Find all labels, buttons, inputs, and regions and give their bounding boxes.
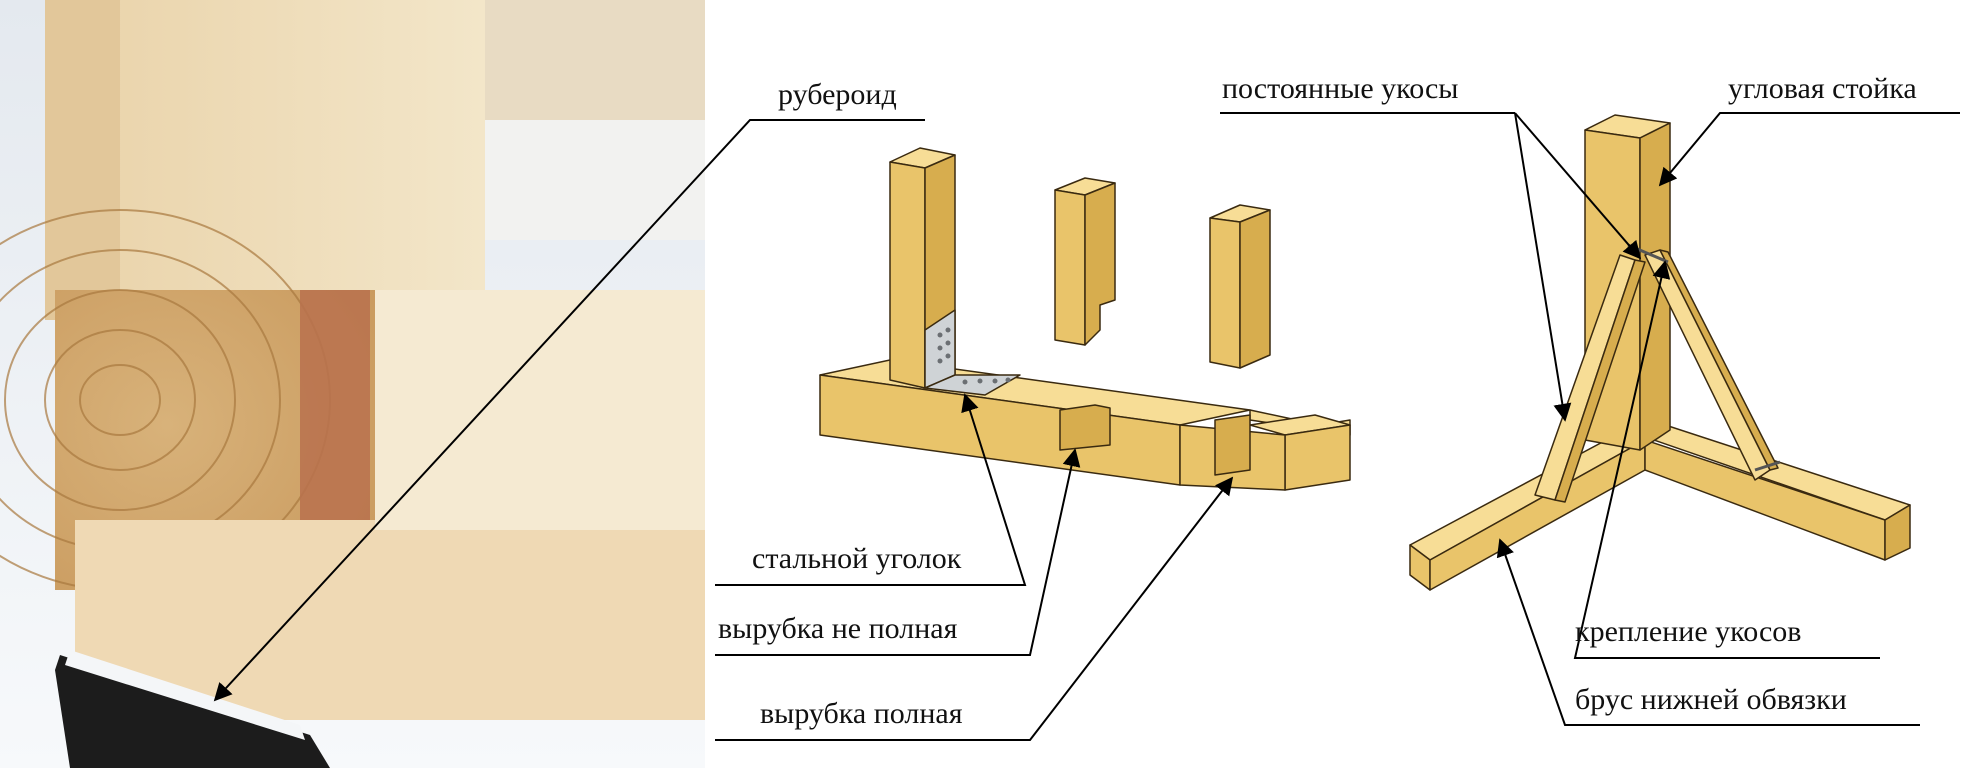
post-2-front: [1054, 189, 1086, 346]
label-bottom-beam: брус нижней обвязки: [1575, 683, 1847, 716]
post-side: [1639, 122, 1671, 451]
notch-full: [1214, 414, 1251, 476]
drawing-notch-joint: [819, 147, 1351, 491]
label-ruberoid: рубероид: [778, 78, 897, 111]
post-3-side: [1239, 209, 1271, 369]
leader-braces-2: [1514, 112, 1642, 260]
leader-brace-fastening: [1573, 260, 1880, 659]
beam-left-top: [1409, 429, 1646, 561]
label-corner-post: угловая стойка: [1728, 72, 1917, 105]
post-2-side: [1084, 182, 1116, 346]
post-1-front: [889, 161, 926, 389]
leader-ruberoid: [213, 119, 925, 702]
label-notch-partial: вырубка не полная: [718, 612, 958, 645]
post-3-front: [1209, 217, 1241, 369]
label-notch-full: вырубка полная: [760, 697, 963, 730]
leader-braces-1: [1514, 112, 1572, 422]
drawing-corner-post: [1409, 114, 1911, 591]
leader-bottom-beam: [1496, 538, 1920, 726]
label-brace-fastening: крепление укосов: [1575, 615, 1802, 648]
beam-right-end: [1884, 504, 1911, 561]
leader-steel-angle: [715, 393, 1027, 586]
leader-lines: [213, 112, 1960, 741]
notch-partial: [1059, 404, 1111, 451]
label-permanent-braces: постоянные укосы: [1222, 72, 1459, 105]
leader-notch-partial: [715, 448, 1081, 656]
leader-corner-post: [1658, 112, 1960, 187]
beam-end-front: [1284, 424, 1351, 491]
leader-notch-full: [715, 476, 1234, 741]
photo-corner-joint: [0, 0, 705, 768]
label-steel-angle: стальной уголок: [752, 542, 962, 575]
